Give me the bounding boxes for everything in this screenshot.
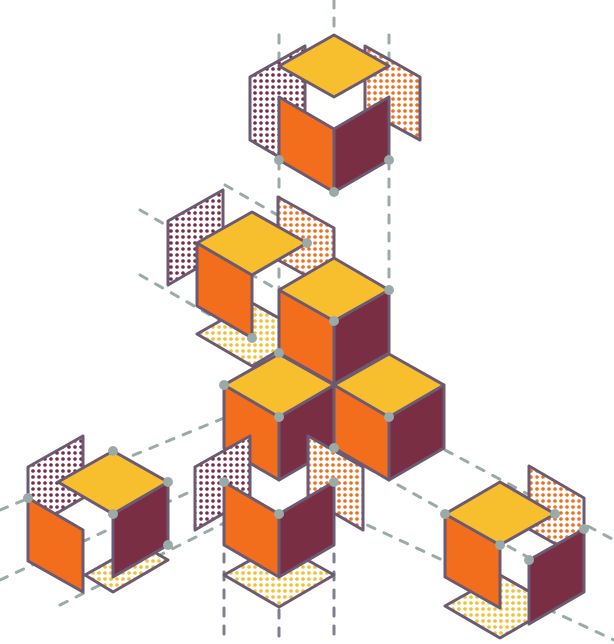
joint-dot [274,412,284,422]
joint-dot [495,540,505,550]
cube-panel [26,496,85,594]
cube-panel [195,210,309,277]
joint-dot [219,380,229,390]
cube-panel [277,480,336,579]
joint-dot [163,477,173,487]
joint-dot [524,555,534,565]
cube-panel [332,95,391,194]
exploded-cube-top [248,33,422,194]
joint-dot [274,509,284,519]
joint-dot [329,316,339,326]
joint-dot [247,333,257,343]
joint-dot [23,493,33,503]
joint-dot [329,187,339,197]
joint-dot [274,155,284,165]
joint-dot [550,509,560,519]
joint-dots [23,155,589,565]
joint-dot [329,443,339,453]
joint-dot [384,285,394,295]
joint-dot [579,524,589,534]
solid-cube-center-right [332,352,446,482]
joint-dot [108,509,118,519]
joint-dot [274,348,284,358]
joint-dot [384,412,394,422]
exploded-cube-lower-left [26,434,170,594]
exploded-cube-lower-right [443,464,586,640]
cube-panel [527,527,586,626]
joint-dot [384,155,394,165]
cube-panel [277,33,391,99]
joint-dot [163,540,173,550]
guide-line [333,508,614,642]
joint-dot [108,446,118,456]
joint-dot [329,477,339,487]
joint-dot [440,509,450,519]
joint-dot [219,477,229,487]
joint-dot [302,238,312,248]
